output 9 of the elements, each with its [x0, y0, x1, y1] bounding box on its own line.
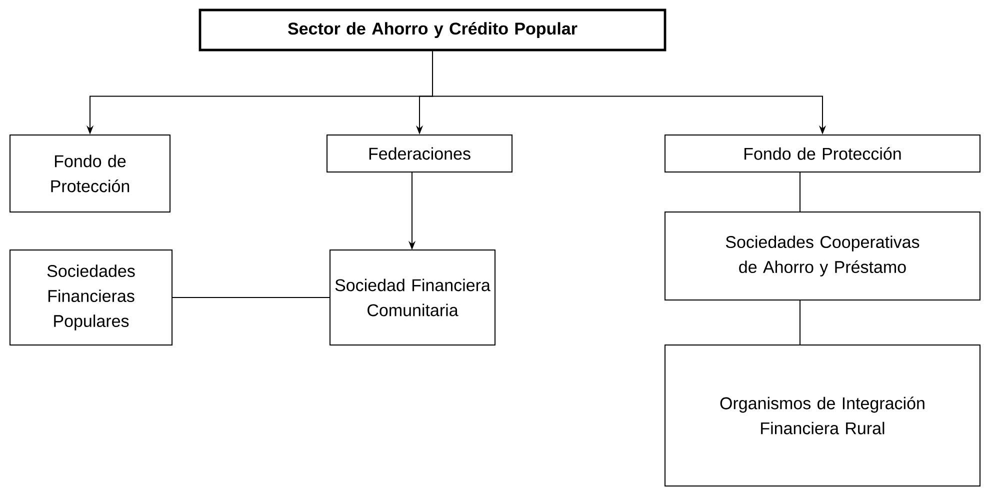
process-box: Federaciones [326, 134, 512, 172]
process-box: Fondo de Protección [664, 134, 980, 172]
process-box: Sociedades Cooperativas de Ahorro y Préstamo [664, 212, 980, 300]
process-box: Sociedades Financieras Populares [10, 249, 172, 346]
process-box: Sociedad Financiera Comunitaria [330, 249, 496, 346]
process-box: Organismos de Integración Financiera Rural [664, 344, 980, 486]
connector-line [172, 296, 330, 298]
process-box: Fondo de Protección [10, 134, 170, 212]
title-box: Sector de Ahorro y Crédito Popular [198, 8, 666, 52]
